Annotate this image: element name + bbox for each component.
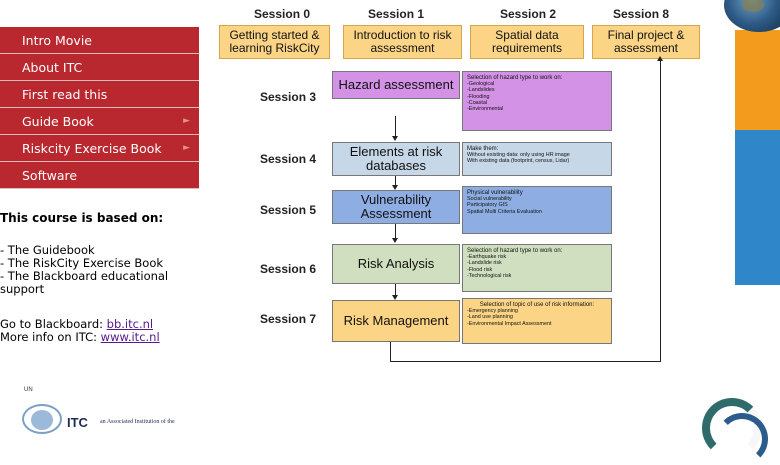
info-line: -Landslide risk [467,260,502,267]
list-item: - The Blackboard educational support [0,269,169,296]
sidebar-nav: Intro Movie About ITC First read this Gu… [0,27,199,189]
info-line: -Emergency planning [467,308,518,315]
loop-line [390,342,391,362]
hazard-info-box: Selection of hazard type to work on: -Ge… [462,71,612,131]
info-heading: Selection of hazard type to work on: [467,248,563,254]
info-line: -Technological risk [467,272,512,279]
info-heading: Selection of topic of use of risk inform… [479,302,595,308]
course-basis-list: - The Guidebook - The RiskCity Exercise … [0,244,195,296]
arrow-down-icon [392,185,398,190]
session-2-box[interactable]: Spatial data requirements [470,25,584,59]
blackboard-link[interactable]: bb.itc.nl [106,317,154,331]
submenu-arrow-icon: ► [183,143,190,153]
risk-management-box[interactable]: Risk Management [332,300,460,342]
decor-stripe-blue [735,130,780,285]
info-line: -Geological [467,81,495,88]
nav-item-riskcity-exercise-book[interactable]: Riskcity Exercise Book ► [0,135,199,162]
un-label: UN [24,387,33,393]
submenu-arrow-icon: ► [183,116,190,126]
connector-line [395,116,396,136]
info-line: -Flood risk [467,266,493,273]
list-item: - The Guidebook [0,243,95,257]
blackboard-line: Go to Blackboard: bb.itc.nl [0,318,160,331]
nav-item-guide-book[interactable]: Guide Book ► [0,108,199,135]
connector-line [395,176,396,185]
nav-item-intro-movie[interactable]: Intro Movie [0,27,199,54]
info-line: Spatial Multi Criteria Evaluation [467,208,542,215]
course-basis-heading: This course is based on: [0,211,164,225]
info-line: -Earthquake risk [467,254,507,261]
vulnerability-info-box: Physical vulnerability Social vulnerabil… [462,186,612,234]
session-8-label: Session 8 [613,7,670,21]
session-0-box[interactable]: Getting started & learning RiskCity [219,25,330,59]
decor-stripe-orange [735,30,780,130]
elements-at-risk-box[interactable]: Elements at risk databases [332,142,460,176]
nav-item-about-itc[interactable]: About ITC [0,54,199,81]
connector-line [395,284,396,295]
risk-analysis-info-box: Selection of hazard type to work on: -Ea… [462,244,612,292]
un-globe-icon [31,410,53,430]
nav-item-label: Intro Movie [22,33,92,48]
info-heading: Physical vulnerability [467,190,523,196]
nav-item-software[interactable]: Software [0,162,199,189]
info-line: With existing data (footprint, census, L… [467,158,570,165]
itc-prefix: More info on ITC: [0,330,101,344]
info-line: Without existing data: only using HR ima… [467,152,570,159]
session-7-label: Session 7 [260,312,317,326]
arrow-down-icon [392,238,398,243]
info-line: -Environmental [467,106,504,113]
blackboard-prefix: Go to Blackboard: [0,317,107,331]
nav-item-label: About ITC [22,60,83,75]
loop-line [660,61,661,362]
itc-link[interactable]: www.itc.nl [100,330,160,344]
session-0-label: Session 0 [254,7,311,21]
arrow-up-icon [657,56,663,61]
arrow-down-icon [392,295,398,300]
info-line: -Flooding [467,93,490,100]
info-line: -Land use planning [467,314,513,321]
info-heading: Make them: [467,146,499,152]
info-line: -Landslides [467,87,495,94]
session-1-box[interactable]: Introduction to risk assessment [343,25,462,59]
risk-management-info-box: Selection of topic of use of risk inform… [462,298,612,344]
elements-info-box: Make them: Without existing data: only u… [462,142,612,176]
loop-line [390,361,661,362]
nav-item-label: Riskcity Exercise Book [22,141,162,156]
info-heading: Selection of hazard type to work on: [467,75,563,81]
nav-item-label: Software [22,168,78,183]
list-item: - The RiskCity Exercise Book [0,256,164,270]
info-line: -Environmental Impact Assessment [467,320,552,327]
nav-item-first-read[interactable]: First read this [0,81,199,108]
vulnerability-assessment-box[interactable]: Vulnerability Assessment [332,190,460,224]
session-4-label: Session 4 [260,152,317,166]
info-line: -Coastal [467,99,488,106]
arrow-down-icon [392,136,398,141]
connector-line [395,224,396,238]
swirl-logo-inner-icon [716,413,768,465]
risk-analysis-box[interactable]: Risk Analysis [332,244,460,284]
session-2-label: Session 2 [500,7,557,21]
session-8-box[interactable]: Final project & assessment [592,25,700,59]
nav-item-label: Guide Book [22,114,94,129]
session-5-label: Session 5 [260,203,317,217]
external-links: Go to Blackboard: bb.itc.nl More info on… [0,318,160,344]
nav-item-label: First read this [22,87,108,102]
itc-logo: ITC [67,415,88,430]
session-6-label: Session 6 [260,262,317,276]
itc-tagline: an Associated Institution of the [100,419,175,425]
info-line: Social vulnerability [467,196,512,203]
session-1-label: Session 1 [368,7,425,21]
session-3-label: Session 3 [260,90,317,104]
hazard-assessment-box[interactable]: Hazard assessment [332,71,460,99]
itc-line: More info on ITC: www.itc.nl [0,331,160,344]
globe-land-shape [742,0,764,12]
info-line: Participatory GIS [467,202,508,209]
